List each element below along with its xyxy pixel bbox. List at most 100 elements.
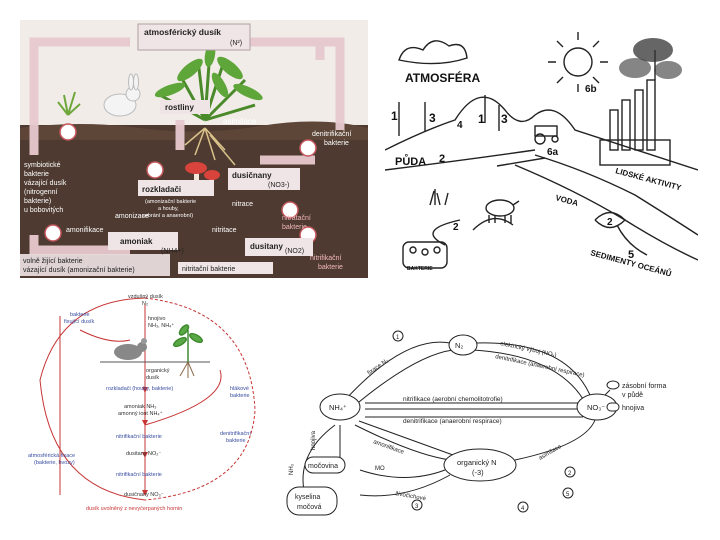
label-symb3: vázající dusík [24,180,67,187]
panel-nitrogen-cycle-photo: atmosférický dusík (N²) rostliny asimila… [20,20,368,278]
label-amon2: amonný iont NH₄⁺ [118,410,163,417]
panel-b-svg: ATMOSFÉRA PŮDA LIDSKÉ AKTIVITY VODA SEDI… [385,32,698,278]
label-denit-top: denitrifikace (anaerobní respirace) [495,354,585,379]
label-rozk-sub3: sebrání a anaerobní) [142,213,193,219]
small-plant-icon [57,91,81,116]
panel-d-svg: N₂ NH₄⁺ NO₃⁻ organický N (-3) močovina k… [286,330,666,516]
panel-a-svg: atmosférický dusík (N²) rostliny asimila… [20,20,368,278]
label-amonifikace: amonifikace [66,227,103,234]
label-rozk-sub2: a houby, [158,206,179,212]
node-nh4 [319,393,361,421]
label-atm2: (bakterie, hvozy) [34,460,75,466]
label-no2: (NO2) [285,248,304,255]
label-nh4: (NH4+) [161,248,184,255]
node-mocovina [304,456,346,474]
label-n6b: 6b [585,84,597,95]
label-rozk: rozkladači (houby, bakterie) [106,386,173,392]
label-hnojivo2: NH₃, NH₄⁺ [148,322,174,329]
label-bakt2: fixující dusík [64,319,95,325]
label-org1: organický [146,368,170,374]
label-atm1: atmosférická fixace [28,453,75,459]
label-nitrace: nitrace [232,201,253,208]
label-atmosfera: ATMOSFÉRA [405,70,480,85]
label-amon1: amoniak NH₃ [124,404,157,410]
label-n2b: 2 [453,222,459,233]
label-n3b: 3 [501,112,508,126]
legend-zasobni: zásobní forma [622,383,666,390]
label-dusitany: dusitany [250,242,283,251]
label-bakt1: bakterie [70,312,90,318]
node-organic-n [443,448,517,482]
label-n1: 1 [391,109,398,123]
label-lidske: LIDSKÉ AKTIVITY [614,166,682,192]
label-amonif: amonifikace [372,439,405,456]
label-denit1: denitrifikační [220,431,251,437]
label-symb6: u bobovitých [24,207,63,214]
label-kys1: kyselina [295,494,320,501]
panel-nitrogen-cycle-sketch: ATMOSFÉRA PŮDA LIDSKÉ AKTIVITY VODA SEDI… [385,20,698,278]
label-vzdusny1: vzdušný dusík [128,294,163,300]
label-org2: (-3) [472,468,484,477]
label-hnoj: hnojiva [311,430,317,450]
label-nitrif: nitrifikační bakterie [116,434,162,440]
label-volne2: vázající dusík (amonizační bakterie) [23,267,135,274]
step-4: 4 [521,506,525,512]
label-fixace: fixace N₂ [367,358,391,377]
label-denitrif2: bakterie [324,140,349,147]
label-rozk-sub1: (amonizační bakterie [145,199,196,205]
label-symb1: symbiotické [24,162,61,169]
label-nitritace: nitritace [212,227,237,234]
label-mo: MO [375,466,385,472]
label-nitrat1: nitratační [282,215,311,222]
label-bakterie: BAKTERIE [407,266,433,272]
label-n3: 3 [429,111,436,125]
label-voda: VODA [554,193,579,208]
label-n2a: 2 [439,153,445,165]
label-dusitany: dusitany NO₂⁻ [126,451,161,457]
label-volne1: volně žijící bakterie [23,258,83,265]
panel-nitrogen-cycle-chemistry: N₂ NH₄⁺ NO₃⁻ organický N (-3) močovina k… [285,325,705,530]
label-rozkladaci: rozkladači [142,185,181,194]
label-n4: 4 [457,120,463,131]
label-n1b: 1 [478,112,485,126]
label-mocovina: močovina [308,463,338,470]
label-amoniak: amoniak [120,237,153,246]
label-n5: 5 [628,249,634,261]
label-no3: NO₃⁻ [587,403,605,412]
label-bottom: dusík uvolněný z nevyčerpaných hornin [86,506,182,512]
label-nh4: NH₄⁺ [329,403,347,412]
label-org1: organický N [457,458,497,467]
label-n2: N₂ [455,341,463,350]
node-n2 [448,334,478,356]
legend-hnojiva: hnojiva [622,405,644,412]
step-5: 5 [566,492,570,498]
label-puda: PŮDA [395,154,426,168]
label-org2: dusík [146,375,159,381]
label-vzdusny2: N₂ [142,301,148,307]
label-denitrifikace: denitrifikace (anaerobní respirace) [403,418,502,425]
bacteria-icons [44,123,317,244]
label-zivocichove: živočichové [395,491,427,502]
rabbit-icon [103,73,141,117]
panel-c-svg: vzdušný dusík N₂ bakterie fixující dusík… [28,294,256,512]
label-asimilace: asimilace [223,117,257,126]
step-2: 2 [568,471,572,477]
plant-icon [173,324,203,362]
label-no3: (NO3-) [268,182,289,189]
label-dusicnany: dusičnany [232,171,272,180]
panel-nitrogen-cycle-red: vzdušný dusík N₂ bakterie fixující dusík… [20,290,278,515]
label-symb5: bakterie) [24,198,51,205]
label-symb4: (nitrogenní [24,189,58,196]
label-hlak1: hlákové [230,386,249,392]
label-nitrif1: nitrifikační [310,255,342,262]
label-hnojivo1: hnojivo [148,316,165,322]
step-3: 3 [415,504,419,510]
label-hlak2: bakterie [230,393,250,399]
legend-puda: v půdě [622,391,643,399]
atmos-title: atmosférický dusík [144,27,221,37]
label-n2c: 2 [607,217,613,228]
label-nitrat2: bakterie [282,224,307,231]
label-nitrifikace: nitrifikace (aerobní chemolitotrofie) [403,396,503,403]
label-nitrif2: bakterie [318,264,343,271]
label-asim: asimilace [538,444,563,462]
